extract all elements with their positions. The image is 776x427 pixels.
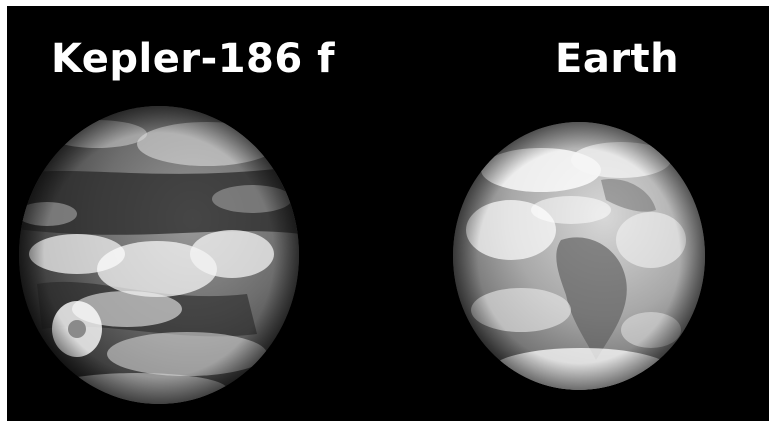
image-frame: Kepler-186 f Earth [7, 6, 769, 421]
earth-label: Earth [555, 36, 680, 82]
kepler-186f-label: Kepler-186 f [51, 36, 336, 82]
earth-globe-image [453, 122, 705, 390]
kepler-186f-globe-image [19, 106, 299, 404]
earth-planet [451, 120, 707, 392]
kepler-186f-planet [17, 104, 301, 406]
